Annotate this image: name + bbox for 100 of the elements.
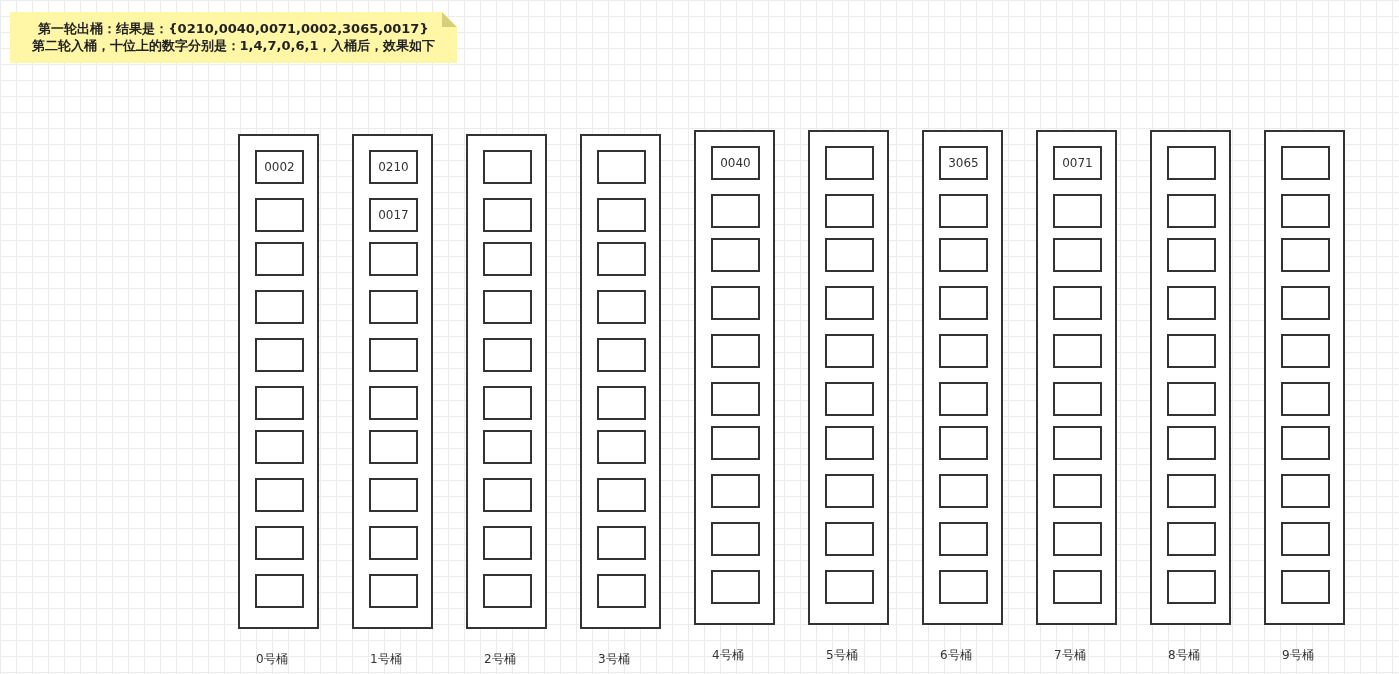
empty-slot bbox=[711, 570, 760, 604]
empty-slot bbox=[1053, 334, 1102, 368]
empty-slot bbox=[1053, 522, 1102, 556]
empty-slot bbox=[1053, 426, 1102, 460]
empty-slot bbox=[711, 474, 760, 508]
bucket-column bbox=[694, 130, 775, 625]
number-slot: 0040 bbox=[711, 146, 760, 180]
bucket-label: 0号桶 bbox=[256, 651, 288, 668]
empty-slot bbox=[1053, 382, 1102, 416]
empty-slot bbox=[939, 570, 988, 604]
empty-slot bbox=[1167, 146, 1216, 180]
empty-slot bbox=[825, 522, 874, 556]
empty-slot bbox=[1281, 146, 1330, 180]
empty-slot bbox=[597, 150, 646, 184]
bucket-label: 4号桶 bbox=[712, 647, 744, 664]
empty-slot bbox=[255, 430, 304, 464]
number-slot: 0002 bbox=[255, 150, 304, 184]
empty-slot bbox=[939, 194, 988, 228]
empty-slot bbox=[939, 334, 988, 368]
empty-slot bbox=[939, 238, 988, 272]
empty-slot bbox=[597, 478, 646, 512]
empty-slot bbox=[597, 386, 646, 420]
empty-slot bbox=[597, 430, 646, 464]
empty-slot bbox=[255, 386, 304, 420]
empty-slot bbox=[1281, 426, 1330, 460]
note-text: 第二轮入桶，十位上的数字分别是：1,4,7,0,6,1，入桶后，效果如下 bbox=[30, 37, 437, 54]
empty-slot bbox=[1281, 522, 1330, 556]
empty-slot bbox=[1167, 334, 1216, 368]
empty-slot bbox=[1281, 286, 1330, 320]
empty-slot bbox=[483, 198, 532, 232]
empty-slot bbox=[825, 570, 874, 604]
empty-slot bbox=[483, 386, 532, 420]
bucket-column bbox=[580, 134, 661, 629]
number-slot: 0017 bbox=[369, 198, 418, 232]
empty-slot bbox=[1281, 474, 1330, 508]
empty-slot bbox=[597, 198, 646, 232]
empty-slot bbox=[711, 426, 760, 460]
empty-slot bbox=[1167, 286, 1216, 320]
empty-slot bbox=[939, 382, 988, 416]
empty-slot bbox=[483, 526, 532, 560]
bucket-column bbox=[352, 134, 433, 629]
empty-slot bbox=[825, 426, 874, 460]
bucket-label: 9号桶 bbox=[1282, 647, 1314, 664]
empty-slot bbox=[825, 238, 874, 272]
empty-slot bbox=[597, 290, 646, 324]
bucket-column bbox=[922, 130, 1003, 625]
bucket-label: 8号桶 bbox=[1168, 647, 1200, 664]
bucket-column bbox=[238, 134, 319, 629]
empty-slot bbox=[825, 146, 874, 180]
empty-slot bbox=[1167, 522, 1216, 556]
empty-slot bbox=[825, 474, 874, 508]
empty-slot bbox=[597, 574, 646, 608]
empty-slot bbox=[369, 526, 418, 560]
empty-slot bbox=[939, 522, 988, 556]
empty-slot bbox=[1281, 194, 1330, 228]
empty-slot bbox=[1281, 334, 1330, 368]
empty-slot bbox=[1167, 194, 1216, 228]
empty-slot bbox=[597, 526, 646, 560]
bucket-label: 3号桶 bbox=[598, 651, 630, 668]
empty-slot bbox=[483, 290, 532, 324]
bucket-column bbox=[1264, 130, 1345, 625]
empty-slot bbox=[369, 338, 418, 372]
empty-slot bbox=[483, 574, 532, 608]
empty-slot bbox=[483, 242, 532, 276]
empty-slot bbox=[1167, 426, 1216, 460]
empty-slot bbox=[939, 426, 988, 460]
empty-slot bbox=[1167, 570, 1216, 604]
empty-slot bbox=[1167, 382, 1216, 416]
empty-slot bbox=[825, 286, 874, 320]
bucket-column bbox=[1036, 130, 1117, 625]
empty-slot bbox=[711, 286, 760, 320]
empty-slot bbox=[711, 522, 760, 556]
empty-slot bbox=[369, 478, 418, 512]
empty-slot bbox=[825, 334, 874, 368]
empty-slot bbox=[255, 526, 304, 560]
empty-slot bbox=[597, 338, 646, 372]
empty-slot bbox=[939, 286, 988, 320]
empty-slot bbox=[1281, 382, 1330, 416]
empty-slot bbox=[1167, 238, 1216, 272]
empty-slot bbox=[483, 430, 532, 464]
empty-slot bbox=[1053, 474, 1102, 508]
empty-slot bbox=[255, 574, 304, 608]
empty-slot bbox=[711, 382, 760, 416]
empty-slot bbox=[369, 386, 418, 420]
empty-slot bbox=[255, 198, 304, 232]
number-slot: 0071 bbox=[1053, 146, 1102, 180]
note-text: 第一轮出桶：结果是：{0210,0040,0071,0002,3065,0017} bbox=[37, 20, 430, 37]
bucket-column bbox=[808, 130, 889, 625]
empty-slot bbox=[255, 290, 304, 324]
bucket-label: 7号桶 bbox=[1054, 647, 1086, 664]
bucket-column bbox=[466, 134, 547, 629]
empty-slot bbox=[1053, 238, 1102, 272]
sticky-note bbox=[10, 12, 457, 63]
empty-slot bbox=[369, 430, 418, 464]
empty-slot bbox=[1281, 570, 1330, 604]
bucket-label: 2号桶 bbox=[484, 651, 516, 668]
number-slot: 3065 bbox=[939, 146, 988, 180]
empty-slot bbox=[483, 150, 532, 184]
empty-slot bbox=[255, 242, 304, 276]
bucket-label: 1号桶 bbox=[370, 651, 402, 668]
